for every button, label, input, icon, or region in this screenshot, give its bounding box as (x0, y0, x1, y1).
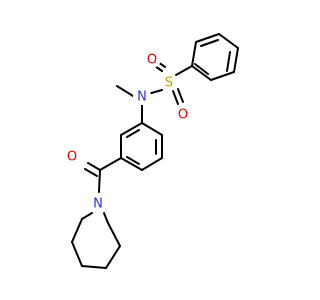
atom-n-sulfonamide: N (133, 87, 151, 105)
bond-s-o-right-b (177, 88, 184, 103)
bond-carbonyl-n (98, 169, 101, 193)
bond-pip-5 (105, 245, 121, 269)
bond-ph-s (175, 65, 193, 76)
bond-ring-6 (120, 122, 143, 136)
bond-ph-3 (233, 47, 239, 73)
atom-o-left: O (143, 50, 161, 68)
bond-s-o-right-a (172, 90, 179, 105)
atom-n-piperidine: N (89, 194, 107, 212)
atom-o-carbonyl-label: O (67, 150, 77, 165)
bond-ph-5 (191, 65, 212, 81)
bond-ring-inner-2 (126, 156, 140, 165)
bond-ph-2 (218, 33, 239, 49)
molecule-structure: S O O N O N (63, 33, 239, 269)
molecule-canvas: S O O N O N (63, 33, 239, 269)
atom-o-right-label: O (178, 108, 188, 123)
bond-ph-inner-2 (226, 51, 231, 72)
bond-c-o-b (84, 168, 98, 177)
bond-pip-2 (71, 218, 83, 243)
bond-pip-3 (71, 241, 83, 267)
bond-pip-6 (107, 222, 121, 247)
atom-o-carbonyl: O (63, 147, 81, 165)
bond-ring-4 (120, 157, 143, 171)
bond-ph-6 (191, 41, 197, 67)
bond-ring-3 (141, 157, 163, 171)
atom-n-piperidine-label: N (93, 197, 103, 212)
atom-s-label: S (165, 76, 173, 91)
bond-ph-inner-1 (200, 39, 219, 47)
atom-n-sulfonamide-label: N (137, 90, 147, 105)
bond-ring-1 (141, 122, 163, 136)
bond-ring-inner-3 (126, 129, 140, 138)
atom-s: S (160, 73, 178, 91)
atom-o-left-label: O (147, 53, 157, 68)
atom-o-right: O (174, 105, 192, 123)
bond-ph-4 (210, 71, 235, 81)
bond-pip-1 (81, 212, 93, 220)
bond-ph-1 (195, 33, 220, 43)
bond-ring-carbonyl (99, 157, 122, 171)
bond-n-methyl (116, 85, 134, 97)
bond-ph-inner-3 (194, 63, 209, 75)
bond-pip-4 (81, 265, 107, 269)
bond-pip-7 (103, 212, 109, 224)
bond-c-o-a (87, 162, 101, 171)
